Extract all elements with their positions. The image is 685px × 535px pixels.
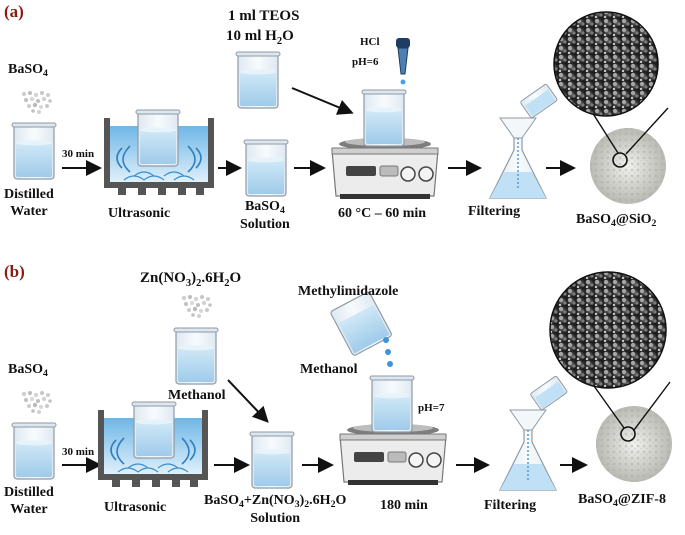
- product-label-b: BaSO4@ZIF-8: [578, 492, 666, 510]
- panel-b-tag: (b): [4, 262, 25, 281]
- teos-beaker: [235, 51, 281, 109]
- ph-label-b: pH=7: [418, 402, 445, 414]
- ph-label-a: pH=6: [352, 56, 379, 68]
- filtering-label-b: Filtering: [484, 498, 537, 513]
- sem-image-a: [553, 11, 659, 117]
- dropper-icon: [396, 38, 410, 85]
- pouring-beaker-b: [530, 375, 568, 411]
- condition-label-a: 60 °C – 60 min: [338, 206, 427, 221]
- baso4-label-a: BaSO4: [8, 62, 48, 80]
- methanol-label-right: Methanol: [300, 362, 358, 377]
- distilled-water-beaker-b: [11, 422, 57, 480]
- product-label-a: BaSO4@SiO2: [576, 212, 657, 230]
- ultrasonic-label-b: Ultrasonic: [104, 500, 167, 515]
- panel-a-graphics: [11, 11, 669, 204]
- zinc-nitrate-label: Zn(NO3)2.6H2O: [140, 270, 242, 289]
- baso4-solution-beaker: [243, 139, 289, 197]
- bath-beaker-b: [131, 401, 177, 459]
- baso4-label-b: BaSO4: [8, 362, 48, 380]
- filter-flask-a: [489, 117, 547, 199]
- bath-beaker-a: [135, 109, 181, 167]
- baso4-solution-label: BaSO4 Solution: [240, 199, 290, 232]
- panel-a-tag: (a): [4, 2, 24, 21]
- methanol-label-left: Methanol: [168, 388, 226, 403]
- teos-label-line2: 10 ml H2O: [226, 28, 294, 47]
- baso4-powder-b: [21, 391, 52, 414]
- time-label-a: 30 min: [62, 148, 95, 160]
- methylimidazole-label: Methylimidazole: [298, 284, 399, 299]
- reaction-beaker-b: [369, 375, 415, 433]
- time-180-label: 180 min: [380, 498, 428, 513]
- time-label-b: 30 min: [62, 446, 95, 458]
- methylimidazole-beaker: [330, 291, 392, 356]
- hot-plate-a: [331, 137, 439, 200]
- filter-flask-b: [499, 409, 557, 491]
- filtering-label-a: Filtering: [468, 204, 521, 219]
- teos-label-line1: 1 ml TEOS: [228, 8, 300, 24]
- hcl-label: HCl: [360, 36, 380, 48]
- droplets-icon: [383, 337, 393, 367]
- ultrasonic-label-a: Ultrasonic: [108, 206, 171, 221]
- distilled-water-beaker-a: [11, 122, 57, 180]
- panel-b-graphics: [11, 271, 672, 491]
- pouring-beaker-a: [520, 83, 558, 119]
- arrow-zinc: [227, 379, 269, 423]
- hot-plate-b: [339, 423, 447, 486]
- mixture-beaker: [249, 431, 295, 489]
- zinc-nitrate-powder: [181, 295, 212, 318]
- sem-image-b: [549, 271, 667, 389]
- arrow-teos: [291, 87, 354, 115]
- methanol-beaker-b: [173, 327, 219, 385]
- reaction-beaker-a: [361, 89, 407, 147]
- baso4-powder-a: [21, 91, 52, 114]
- mixture-solution-label: BaSO4+Zn(NO3)2.6H2O Solution: [204, 493, 347, 526]
